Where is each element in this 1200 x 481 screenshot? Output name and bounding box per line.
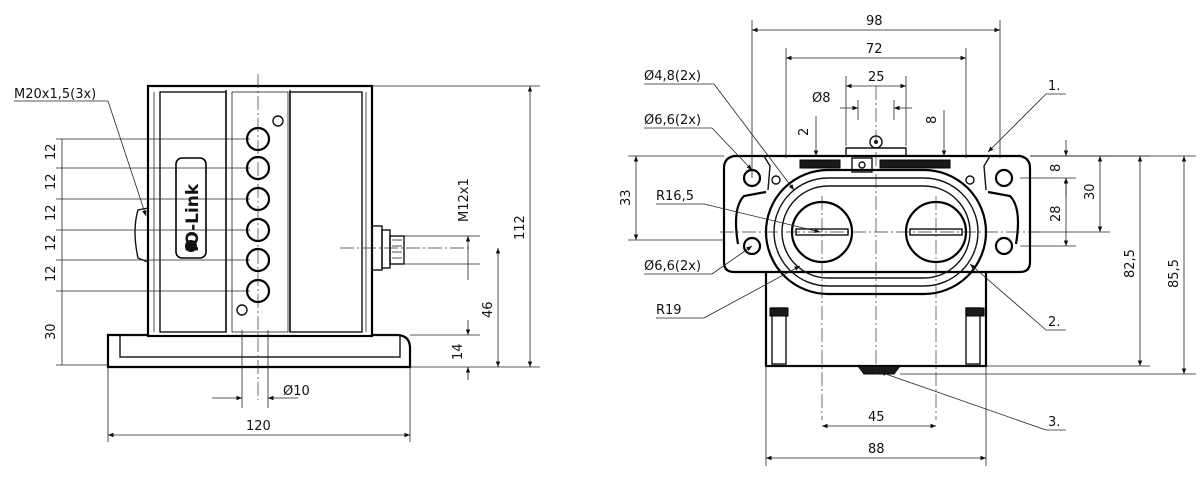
callout-r165: R16,5: [656, 189, 821, 233]
right-front-view: 98 72 25 Ø8 2 8 Ø4,8(2: [619, 14, 1196, 466]
svg-text:Ø4,8(2x): Ø4,8(2x): [644, 69, 701, 84]
mount-hole-br: [994, 236, 1014, 256]
io-link-logo: IO-Link: [175, 157, 207, 259]
svg-text:M12x1: M12x1: [457, 178, 472, 222]
svg-text:33: 33: [619, 189, 634, 206]
dim-28: 28: [1020, 178, 1076, 247]
led-strip: [231, 91, 289, 333]
pitch-label-5: 12: [44, 265, 59, 282]
svg-text:R16,5: R16,5: [656, 189, 694, 204]
connector-thread-dim: M12x1: [404, 178, 480, 280]
svg-text:72: 72: [866, 42, 883, 57]
svg-text:M20x1,5(3x): M20x1,5(3x): [14, 87, 96, 102]
connector-height-dim: 46: [481, 248, 501, 367]
callout-d66-top: Ø6,6(2x): [644, 113, 753, 171]
svg-text:Ø6,6(2x): Ø6,6(2x): [644, 113, 701, 128]
pitch-label-2: 12: [44, 173, 59, 190]
svg-text:82,5: 82,5: [1123, 249, 1138, 278]
dim-45: 45: [822, 410, 936, 429]
screw-top: [272, 115, 284, 127]
mount-hole-bl: [742, 236, 762, 256]
svg-text:Ø8: Ø8: [812, 91, 831, 106]
left-cable-gland: [134, 207, 149, 263]
svg-text:112: 112: [513, 215, 528, 240]
svg-text:3.: 3.: [1048, 415, 1060, 430]
base-height-label: 30: [44, 323, 59, 340]
svg-text:30: 30: [1083, 183, 1098, 200]
svg-text:2.: 2.: [1048, 315, 1060, 330]
dim-33: 33: [619, 155, 724, 241]
svg-text:28: 28: [1049, 205, 1064, 222]
total-height-dim: 112: [372, 85, 540, 368]
callout-3: 3.: [879, 371, 1066, 431]
callout-2: 2.: [969, 263, 1066, 331]
dim-98: 98: [751, 14, 1001, 178]
mount-hole-tr: [994, 168, 1014, 188]
svg-text:R19: R19: [656, 303, 682, 318]
svg-text:8: 8: [1049, 164, 1064, 172]
svg-text:14: 14: [451, 343, 466, 360]
callout-d66-bottom: Ø6,6(2x): [644, 245, 753, 275]
callout-d48: Ø4,8(2x): [644, 69, 795, 191]
dim-72: 72: [785, 42, 967, 158]
base-thickness-dim: 14: [410, 320, 480, 380]
svg-text:Ø10: Ø10: [283, 384, 310, 399]
width-dim: 120: [107, 367, 411, 442]
dim-30: 30: [1030, 155, 1110, 233]
svg-text:120: 120: [246, 419, 271, 434]
dim-8-top-label: 8: [925, 116, 940, 124]
callout-r19: R19: [656, 265, 801, 319]
svg-text:IO-Link: IO-Link: [183, 183, 203, 252]
pitch-label-1: 12: [44, 143, 59, 160]
svg-text:1.: 1.: [1048, 79, 1060, 94]
pitch-label-4: 12: [44, 234, 59, 251]
callout-1: 1.: [987, 79, 1066, 153]
dim-88: 88: [765, 366, 987, 466]
screw-bottom: [236, 304, 248, 316]
base-plate: [106, 333, 412, 369]
svg-text:85,5: 85,5: [1167, 259, 1182, 288]
dim-855: 85,5: [900, 155, 1196, 375]
left-side-view: IO-Link 12 12 12 1: [14, 74, 540, 442]
dim-2-label: 2: [797, 128, 812, 136]
pitch-dimensions: 12 12 12 12 12 12 30: [44, 138, 250, 366]
button-diameter-dim: Ø10: [212, 330, 310, 408]
svg-text:98: 98: [866, 14, 883, 29]
svg-text:88: 88: [868, 442, 885, 457]
svg-text:46: 46: [481, 301, 496, 318]
pitch-label-3: 12: [44, 204, 59, 221]
svg-text:45: 45: [868, 410, 885, 425]
thread-callout: M20x1,5(3x): [14, 87, 147, 217]
svg-text:Ø6,6(2x): Ø6,6(2x): [644, 259, 701, 274]
dim-d8: Ø8: [812, 91, 912, 120]
dim-25: 25: [845, 70, 907, 146]
svg-text:25: 25: [868, 70, 885, 85]
